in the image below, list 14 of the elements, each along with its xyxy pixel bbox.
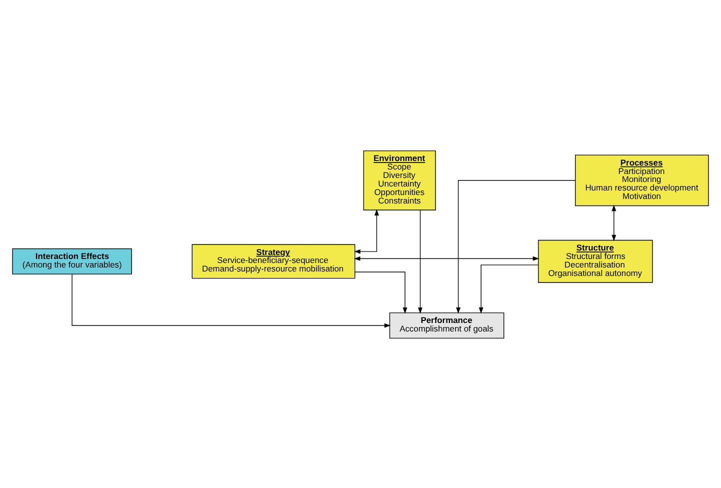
- node-box: Strategy Service-beneficiary-sequence Demand-supply-resource mobilisation: [192, 244, 356, 278]
- node-box: Interaction Effects (Among the four variables): [12, 248, 132, 274]
- arrow: [72, 274, 391, 328]
- arrow: [354, 256, 540, 260]
- arrow: [418, 209, 422, 314]
- node-box: Structure Structural forms Decentralisation Organisational autonomy: [538, 239, 653, 282]
- arrow: [456, 180, 576, 314]
- arrow: [612, 204, 616, 241]
- arrow: [354, 271, 408, 314]
- node-box: Performance Accomplishment of goals: [389, 312, 504, 338]
- node-box: Processes Participation Monitoring Human resource development Motivation: [574, 154, 709, 206]
- arrow: [354, 208, 379, 254]
- arrow: [478, 264, 539, 314]
- node-box: Environment Scope Diversity Uncertainty Opportunities Constraints: [363, 150, 436, 210]
